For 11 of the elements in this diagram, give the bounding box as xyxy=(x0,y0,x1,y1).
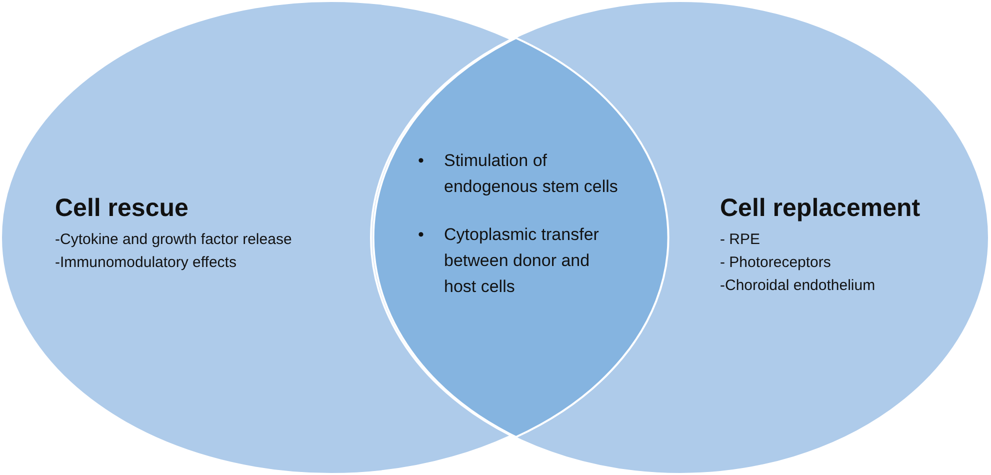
circle-heading: Cell replacement xyxy=(720,193,920,224)
bullet-mark: • xyxy=(418,224,425,246)
list-item: -Cytokine and growth factor release xyxy=(55,230,292,250)
list-item: - Photoreceptors xyxy=(720,253,832,273)
list-item: -Immunomodulatory effects xyxy=(55,253,238,273)
bullet-text: Cytoplasmic transfer between donor and host cells xyxy=(444,224,600,298)
list-item: -Choroidal endothelium xyxy=(720,276,876,296)
list-item: - RPE xyxy=(720,230,762,250)
bullet-mark: • xyxy=(418,150,425,172)
bullet-text: Stimulation of endogenous stem cells xyxy=(444,150,618,198)
circle-heading: Cell rescue xyxy=(55,193,190,224)
